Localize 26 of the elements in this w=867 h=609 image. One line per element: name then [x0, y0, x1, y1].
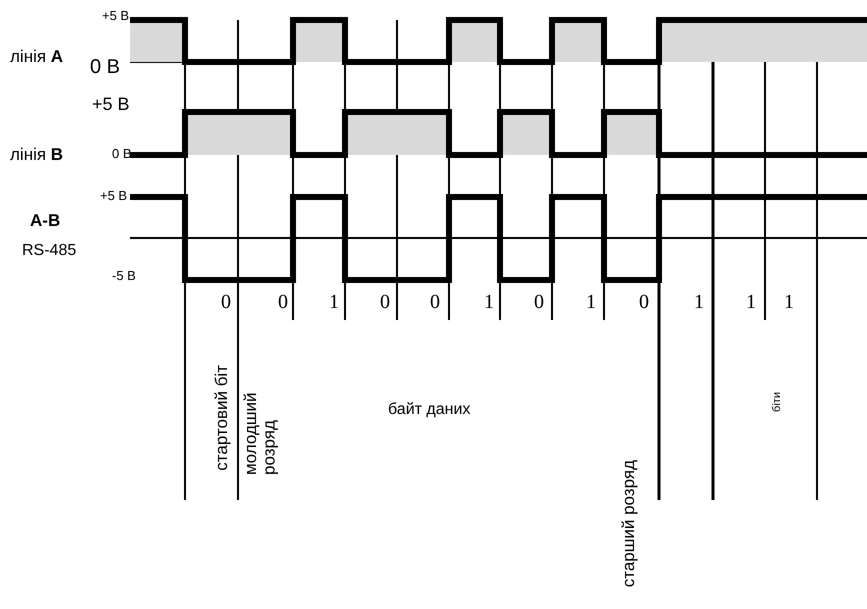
bit-value: 1 [329, 291, 339, 313]
signal-label: RS-485 [22, 242, 76, 260]
voltage-label: +5 В [92, 95, 130, 115]
line-label: лінія В [10, 146, 64, 165]
voltage-label: +5 В [100, 189, 128, 204]
rotated-label: стартовий біт [213, 365, 232, 471]
annotation-label: байт даних [388, 401, 470, 419]
rotated-label: біти [771, 392, 784, 412]
bit-value: 0 [380, 291, 390, 313]
bit-value: 1 [746, 291, 756, 313]
voltage-label: 0 В [90, 56, 120, 78]
bit-value: 0 [639, 291, 649, 313]
rotated-label: молодший розряд [242, 391, 280, 475]
bit-value: 0 [534, 291, 544, 313]
signal-label: А-В [30, 212, 60, 231]
bit-value: 0 [430, 291, 440, 313]
rotated-label: старший розряд [620, 460, 639, 588]
bit-value: 0 [221, 291, 231, 313]
line-label: лінія А [10, 48, 64, 67]
bit-value: 1 [694, 291, 704, 313]
bit-value: 1 [484, 291, 494, 313]
voltage-label: -5 В [112, 269, 136, 284]
bit-value: 0 [278, 291, 288, 313]
bit-value: 1 [784, 291, 794, 313]
bit-value: 1 [586, 291, 596, 313]
voltage-label: +5 В [102, 9, 130, 24]
